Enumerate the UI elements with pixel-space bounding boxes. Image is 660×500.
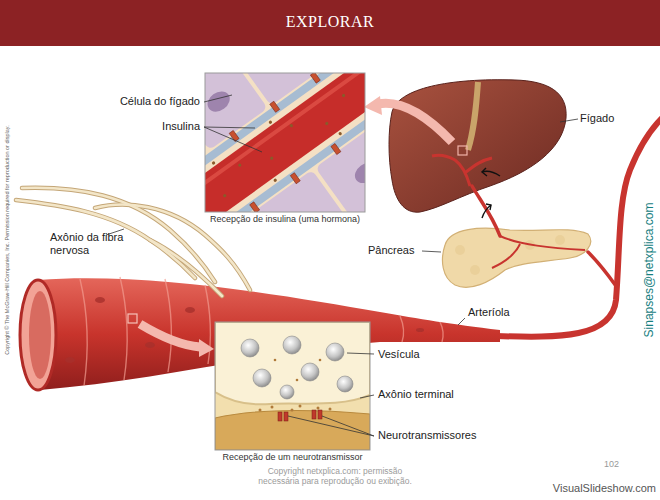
inset-caption: Recepção de insulina (uma hormona): [210, 214, 360, 225]
organ-label: Fígado: [580, 112, 614, 125]
part-label: Insulina: [105, 120, 200, 133]
watermark: VisualSlideshow.com: [540, 482, 656, 495]
slide-title: EXPLORAR: [0, 13, 660, 31]
leader-line: [106, 95, 578, 436]
page-number: 102: [604, 459, 619, 469]
synapse-inset-picture: [215, 322, 370, 450]
part-label: Axônio terminal: [378, 388, 454, 401]
organ-label: Pâncreas: [368, 244, 414, 257]
vessel-label: Arteríola: [468, 306, 510, 319]
synapse-inset: Recepção de um neurotransmissor: [212, 322, 373, 463]
insulin-inset-picture: [106, 0, 479, 315]
part-label: Vesícula: [378, 348, 420, 361]
header-bar: [0, 0, 660, 46]
arteriole: [472, 118, 660, 337]
inset-caption: Recepção de um neurotransmissor: [222, 452, 362, 463]
copyright-note: Copyright netxplica.com: permissão neces…: [248, 467, 422, 487]
part-label: Axônio da fibra nervosa: [50, 231, 124, 256]
watermark: Sinapses@netxplica.com: [643, 203, 657, 338]
copyright-note: Copyright © The McGraw-Hill Companies, I…: [4, 125, 10, 354]
part-label: Célula do fígado: [105, 95, 200, 108]
part-label: Neurotransmissores: [378, 429, 476, 442]
pancreas: [442, 228, 590, 287]
flow-arrow: [482, 168, 500, 218]
insulin-inset: Recepção de insulina (uma hormona): [195, 73, 375, 225]
